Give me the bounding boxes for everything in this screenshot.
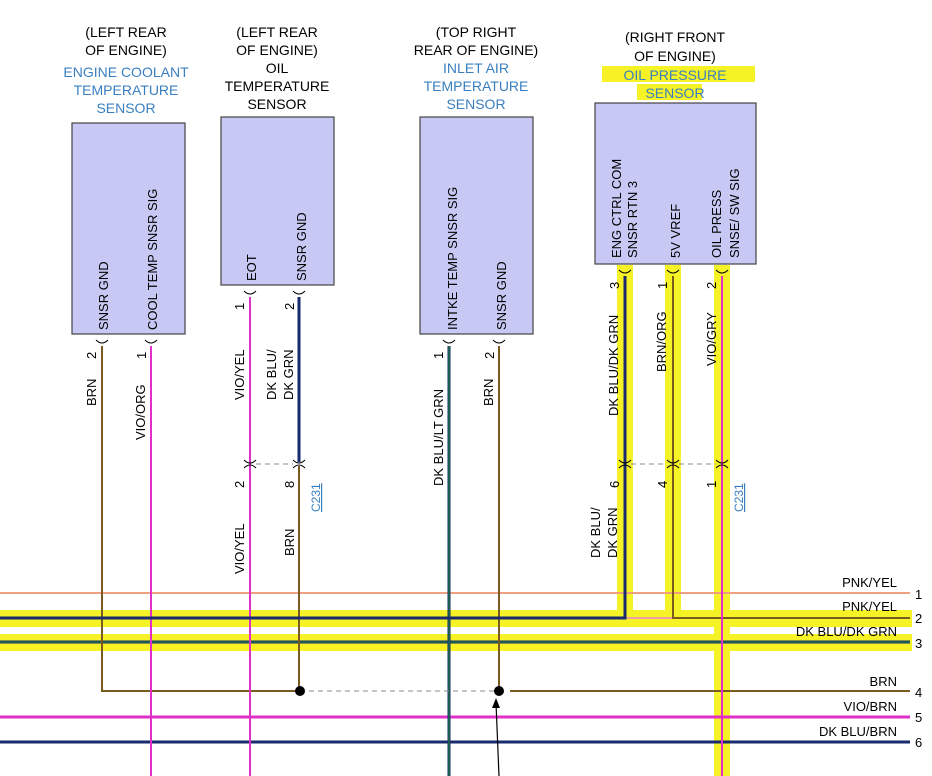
splice-dot[interactable] xyxy=(295,686,305,696)
bus-label: PNK/YEL xyxy=(842,575,897,590)
bus-number: 4 xyxy=(915,685,922,700)
pin-number: 1 xyxy=(431,352,446,359)
wire-color-label: DK BLU/ xyxy=(588,507,603,558)
component-location-line1: (LEFT REAR xyxy=(85,24,166,40)
component-name-line2: TEMPERATURE xyxy=(74,82,179,98)
component-location-line2: OF ENGINE) xyxy=(236,42,318,58)
wire-color-label: BRN xyxy=(282,529,297,556)
bus-number: 2 xyxy=(915,611,922,626)
connector-link-c231[interactable]: C231 xyxy=(309,483,323,512)
bus-label: BRN xyxy=(870,674,897,689)
pin-number: 2 xyxy=(704,282,719,289)
bus-number: 6 xyxy=(915,735,922,750)
component-name-line3: SENSOR xyxy=(247,96,306,112)
component-box xyxy=(594,102,757,265)
component-oil-temp-sensor[interactable]: (LEFT REAR OF ENGINE) OIL TEMPERATURE SE… xyxy=(220,24,335,286)
pin-number: 1 xyxy=(704,481,719,488)
wire-color-label: DK BLU/ xyxy=(264,349,279,400)
pin-number: 2 xyxy=(232,481,247,488)
terminals xyxy=(95,269,729,469)
wire-color-label: BRN/ORG xyxy=(654,311,669,372)
pin-label: 5V VREF xyxy=(668,204,683,258)
pin-label: EOT xyxy=(244,254,259,281)
component-location-line1: (TOP RIGHT xyxy=(436,24,517,40)
pin-number: 1 xyxy=(134,352,149,359)
wire-color-label: BRN xyxy=(481,379,496,406)
component-oil-pressure-sensor[interactable]: (RIGHT FRONT OF ENGINE) OIL PRESSURE SEN… xyxy=(594,29,757,265)
component-inlet-air-temp-sensor[interactable]: (TOP RIGHT REAR OF ENGINE) INLET AIR TEM… xyxy=(414,24,538,335)
pin-label: SNSR GND xyxy=(294,212,309,281)
bus-label: DK BLU/DK GRN xyxy=(796,624,897,639)
wire-color-label: BRN xyxy=(84,379,99,406)
bus-number: 5 xyxy=(915,710,922,725)
arrow-icon xyxy=(492,698,500,708)
component-location-line1: (RIGHT FRONT xyxy=(625,29,726,45)
component-name-line1: ENGINE COOLANT xyxy=(63,64,189,80)
pin-label: OIL PRESS xyxy=(709,190,724,258)
wire-color-label: DK GRN xyxy=(281,349,296,400)
component-location-line2: REAR OF ENGINE) xyxy=(414,42,538,58)
component-location-line2: OF ENGINE) xyxy=(85,42,167,58)
splice-dot[interactable] xyxy=(494,686,504,696)
wire-color-label: VIO/GRY xyxy=(704,312,719,366)
wire-color-label: VIO/YEL xyxy=(232,523,247,574)
bus-number: 3 xyxy=(915,636,922,651)
pin-number: 6 xyxy=(607,481,622,488)
pin-label: COOL TEMP SNSR SIG xyxy=(145,189,160,330)
bus-label: DK BLU/BRN xyxy=(819,724,897,739)
component-box xyxy=(71,122,186,335)
wires xyxy=(0,276,910,776)
component-name-line3: SENSOR xyxy=(446,96,505,112)
bus-number: 1 xyxy=(915,587,922,602)
component-name-line2: TEMPERATURE xyxy=(424,78,529,94)
pointer-line xyxy=(495,702,500,776)
wire-color-label: DK BLU/LT GRN xyxy=(431,389,446,486)
wire-brn-org[interactable] xyxy=(672,276,910,619)
pin-label: SNSR GND xyxy=(494,261,509,330)
pin-number: 4 xyxy=(655,481,670,488)
wire-brn-ect[interactable] xyxy=(101,346,300,692)
pin-number: 1 xyxy=(232,303,247,310)
wire-color-label: DK GRN xyxy=(605,507,620,558)
wire-color-label: DK BLU/DK GRN xyxy=(606,315,621,416)
component-box xyxy=(419,116,534,335)
pin-number: 2 xyxy=(482,352,497,359)
connector-link-c231[interactable]: C231 xyxy=(732,483,746,512)
component-name-line2: TEMPERATURE xyxy=(225,78,330,94)
component-name-line1: OIL xyxy=(266,60,289,76)
pin-numbers: 2 1 1 2 1 2 3 1 2 2 8 6 4 1 xyxy=(84,282,719,488)
pin-number: 2 xyxy=(282,303,297,310)
pin-label: SNSR RTN 3 xyxy=(625,181,640,258)
component-name-line1: INLET AIR xyxy=(443,60,509,76)
wire-color-label: VIO/ORG xyxy=(133,384,148,440)
c231-dashes xyxy=(256,463,716,692)
wire-color-label: VIO/YEL xyxy=(232,349,247,400)
pin-number: 2 xyxy=(84,352,99,359)
wire-color-labels: BRN VIO/ORG VIO/YEL DK BLU/ DK GRN DK BL… xyxy=(84,311,719,574)
bus-label: PNK/YEL xyxy=(842,599,897,614)
pin-number: 8 xyxy=(282,481,297,488)
component-name-line3: SENSOR xyxy=(96,100,155,116)
pin-label: SNSE/ SW SIG xyxy=(727,168,742,258)
component-location-line1: (LEFT REAR xyxy=(236,24,317,40)
bus-labels: PNK/YEL 1 PNK/YEL 2 DK BLU/DK GRN 3 BRN … xyxy=(796,575,922,750)
pin-label: ENG CTRL COM xyxy=(609,159,624,258)
pin-number: 1 xyxy=(655,282,670,289)
wire-dkblu-dkgrn-ops[interactable] xyxy=(0,276,627,620)
component-location-line2: OF ENGINE) xyxy=(634,48,716,64)
component-name-line1: OIL PRESSURE xyxy=(624,67,727,83)
pin-number: 3 xyxy=(607,282,622,289)
component-box xyxy=(220,116,335,286)
bus-label: VIO/BRN xyxy=(844,699,897,714)
component-name-line2: SENSOR xyxy=(645,85,704,101)
pin-label: INTKE TEMP SNSR SIG xyxy=(445,187,460,330)
pin-label: SNSR GND xyxy=(96,261,111,330)
component-engine-coolant-temp-sensor[interactable]: (LEFT REAR OF ENGINE) ENGINE COOLANT TEM… xyxy=(63,24,189,335)
